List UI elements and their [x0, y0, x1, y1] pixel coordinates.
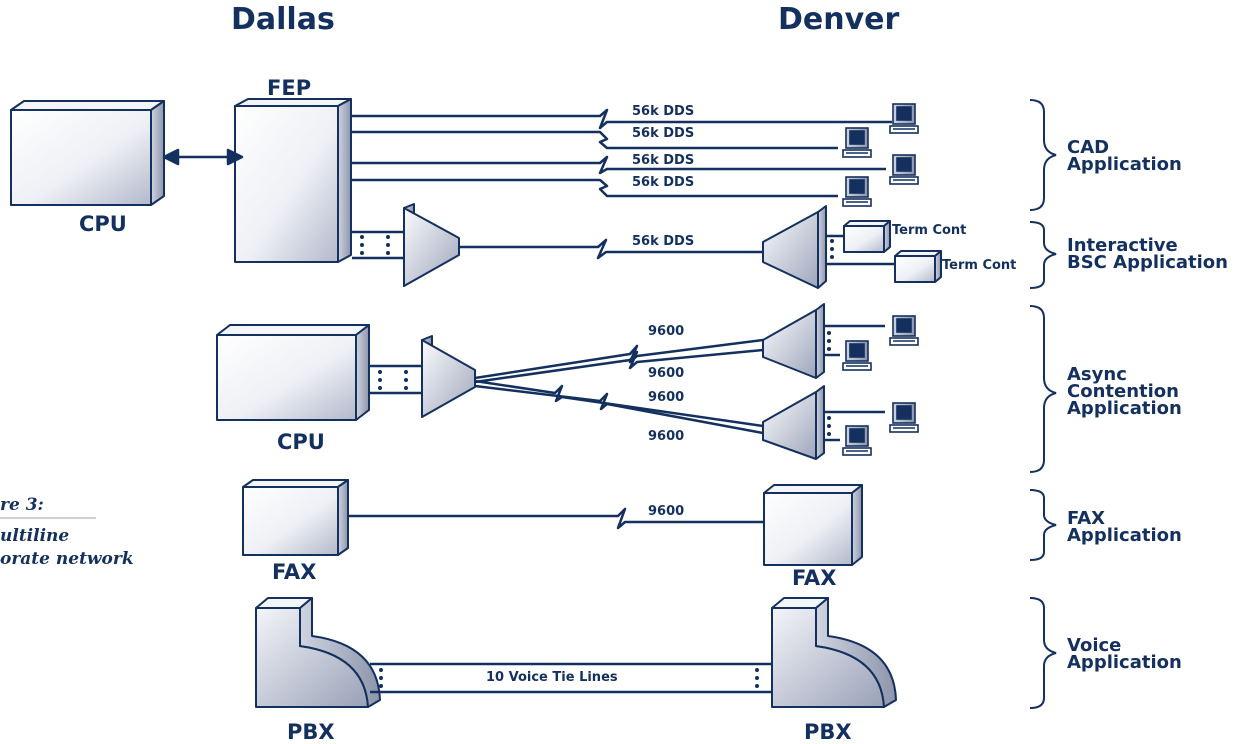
- city-dallas: Dallas: [231, 2, 335, 37]
- mux-dallas-async: [421, 335, 476, 418]
- workstation-icon: [842, 176, 872, 207]
- term-cont-box-2: [894, 250, 942, 283]
- fax-dallas-label: FAX: [272, 560, 317, 584]
- workstation-icon: [889, 315, 919, 346]
- fax-denver-box: [763, 484, 863, 566]
- cpu-main-label: CPU: [79, 212, 127, 236]
- mux-dallas-bsc: [403, 203, 460, 287]
- fep-mux-bus: [352, 230, 404, 260]
- term-cont-label-2: Term Cont: [942, 258, 1017, 273]
- workstation-icon: [842, 340, 872, 371]
- bsc-line: [460, 238, 763, 260]
- workstation-icon: [842, 127, 872, 158]
- dot-separators: [360, 235, 834, 688]
- bsc-tc-lines: [826, 234, 895, 266]
- cad-line-4: [352, 178, 838, 198]
- caption-line-1: re 3:: [0, 495, 44, 515]
- async-line-label-2: 9600: [648, 366, 685, 381]
- pbx-dallas-shape: [255, 597, 381, 708]
- app-label-bsc: Interactive BSC Application: [1067, 235, 1228, 273]
- caption-line-3: orate network: [0, 549, 134, 569]
- fep-box: [234, 98, 352, 263]
- cad-line-label-2: 56k DDS: [632, 126, 695, 141]
- async-fanout: [824, 324, 885, 442]
- workstation-icon: [842, 425, 872, 456]
- async-line-upper: [474, 338, 764, 384]
- mux-denver-bsc: [762, 205, 827, 289]
- workstation-icon: [889, 103, 919, 134]
- async-line-label-3: 9600: [648, 390, 685, 405]
- cad-line-2: [352, 130, 838, 150]
- caption-line-2: ultiline: [0, 526, 70, 546]
- pbx-denver-shape: [771, 597, 897, 708]
- cpu-async-label: CPU: [277, 430, 325, 454]
- voice-line-label: 10 Voice Tie Lines: [486, 670, 618, 685]
- cad-line-label-4: 56k DDS: [632, 175, 695, 190]
- async-line-label-1: 9600: [648, 324, 685, 339]
- app-label-cad: CAD Application: [1067, 137, 1182, 175]
- city-denver: Denver: [778, 2, 900, 37]
- app-label-async: Async Contention Application: [1067, 364, 1182, 419]
- cpu-main-box: [10, 100, 165, 206]
- fax-denver-label: FAX: [792, 566, 837, 590]
- async-line-label-4: 9600: [648, 429, 685, 444]
- fax-dallas-box: [242, 479, 349, 556]
- app-label-voice: Voice Application: [1067, 635, 1182, 673]
- term-cont-box-1: [843, 220, 891, 253]
- fax-line: [348, 507, 764, 530]
- cad-line-3: [352, 155, 886, 175]
- group-braces: [1029, 99, 1057, 709]
- async-line-lower: [474, 379, 764, 435]
- pbx-dallas-label: PBX: [287, 720, 335, 744]
- cpu-fep-arrow: [162, 148, 244, 166]
- app-label-fax: FAX Application: [1067, 508, 1182, 546]
- mux-denver-async-1: [762, 303, 825, 379]
- cad-line-1: [352, 108, 892, 130]
- figure-caption: re 3: ultiline orate network: [0, 494, 134, 571]
- fep-label: FEP: [267, 76, 312, 100]
- voice-lines: [370, 662, 772, 694]
- workstation-icon: [889, 402, 919, 433]
- bsc-line-label: 56k DDS: [632, 234, 695, 249]
- term-cont-label-1: Term Cont: [892, 223, 967, 238]
- pbx-denver-label: PBX: [804, 720, 852, 744]
- cpu-async-box: [216, 324, 370, 421]
- mux-denver-async-2: [762, 385, 825, 460]
- fax-line-label: 9600: [648, 504, 685, 519]
- workstation-icon: [889, 154, 919, 185]
- cad-line-label-3: 56k DDS: [632, 153, 695, 168]
- cad-line-label-1: 56k DDS: [632, 104, 695, 119]
- cpu-mux-bus: [370, 364, 422, 395]
